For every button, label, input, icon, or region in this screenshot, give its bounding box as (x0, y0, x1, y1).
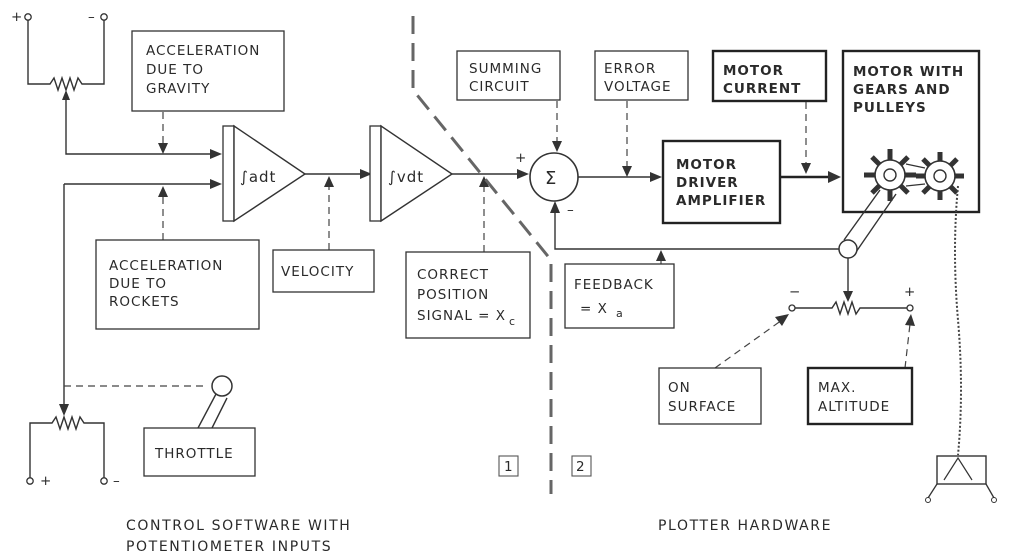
throttle-box: THROTTLE (143, 427, 256, 477)
svg-text:DUE TO: DUE TO (146, 62, 204, 78)
svg-text:PULLEYS: PULLEYS (853, 100, 927, 116)
svg-text:DRIVER: DRIVER (676, 175, 739, 191)
acc-gravity-box: ACCELERATION DUE TO GRAVITY (131, 30, 285, 112)
svg-text:DUE TO: DUE TO (109, 276, 167, 292)
on-surface-box: ON SURFACE (658, 367, 762, 425)
summing-circuit-box: SUMMING CIRCUIT (456, 50, 561, 101)
svg-text:FEEDBACK: FEEDBACK (574, 277, 654, 293)
svg-text:ACCELERATION: ACCELERATION (146, 43, 260, 59)
svg-text:GEARS AND: GEARS AND (853, 82, 951, 98)
right-caption: PLOTTER HARDWARE (658, 518, 832, 534)
svg-text:MOTOR WITH: MOTOR WITH (853, 64, 964, 80)
svg-text:ON: ON (668, 380, 691, 396)
svg-text:ERROR: ERROR (604, 61, 656, 77)
top-pot-minus-sign: – (88, 9, 96, 25)
section-number-1: 1 (498, 455, 519, 477)
weight-icon (925, 455, 997, 503)
velocity-box: VELOCITY (272, 249, 375, 293)
svg-text:SIGNAL = X: SIGNAL = X (417, 308, 506, 324)
integrator-velocity: ∫vdt (369, 124, 454, 223)
section-divider (411, 16, 553, 494)
acc-rockets-box: ACCELERATION DUE TO ROCKETS (95, 239, 260, 330)
svg-text:VOLTAGE: VOLTAGE (604, 79, 671, 95)
pot-minus-sign: − (789, 284, 801, 300)
bottom-pot-plus-sign: + (40, 473, 52, 489)
svg-text:AMPLIFIER: AMPLIFIER (676, 193, 766, 209)
error-voltage-box: ERROR VOLTAGE (594, 50, 689, 101)
bottom-pot-minus-sign: – (113, 473, 121, 489)
top-pot-wiper-arrow (62, 90, 70, 100)
svg-text:= X: = X (580, 301, 608, 317)
section-number-2: 2 (571, 455, 592, 477)
svg-text:CORRECT: CORRECT (417, 267, 489, 283)
sum-plus-sign: + (515, 150, 527, 166)
summing-junction: Σ (529, 152, 579, 202)
svg-text:THROTTLE: THROTTLE (154, 446, 234, 462)
plotter-potentiometer: − + (788, 258, 916, 317)
lever-arm (838, 189, 897, 259)
throttle-lever-icon (197, 375, 233, 433)
svg-text:CURRENT: CURRENT (723, 81, 801, 97)
left-caption-line-2: POTENTIOMETER INPUTS (126, 539, 332, 555)
svg-text:1: 1 (504, 459, 514, 475)
svg-text:MOTOR: MOTOR (723, 63, 784, 79)
motor-current-box: MOTOR CURRENT (711, 49, 828, 103)
sum-minus-sign: – (567, 202, 575, 218)
svg-text:a: a (616, 307, 624, 320)
svg-text:ALTITUDE: ALTITUDE (818, 399, 890, 415)
feedback-box: FEEDBACK = X a (564, 263, 675, 329)
svg-text:MOTOR: MOTOR (676, 157, 737, 173)
svg-text:ACCELERATION: ACCELERATION (109, 258, 223, 274)
correct-position-box: CORRECT POSITION SIGNAL = X c (405, 251, 531, 339)
svg-text:∫vdt: ∫vdt (388, 168, 424, 186)
svg-text:∫adt: ∫adt (240, 168, 276, 186)
svg-text:VELOCITY: VELOCITY (281, 264, 354, 280)
left-caption-line-1: CONTROL SOFTWARE WITH (126, 518, 351, 534)
bottom-potentiometer: + – (26, 414, 121, 489)
svg-text:ROCKETS: ROCKETS (109, 294, 180, 310)
top-pot-plus-sign: + (11, 9, 23, 25)
svg-text:POSITION: POSITION (417, 287, 489, 303)
top-potentiometer: + – (11, 9, 222, 159)
pot-plus-sign: + (904, 284, 916, 300)
svg-text:SURFACE: SURFACE (668, 399, 736, 415)
max-altitude-box: MAX. ALTITUDE (806, 366, 914, 426)
svg-text:SUMMING: SUMMING (469, 61, 542, 77)
svg-text:GRAVITY: GRAVITY (146, 81, 210, 97)
motor-driver-box: MOTOR DRIVER AMPLIFIER (661, 139, 782, 225)
svg-text:2: 2 (576, 459, 586, 475)
integrator-acceleration: ∫adt (222, 124, 307, 223)
svg-text:Σ: Σ (545, 168, 556, 189)
svg-text:CIRCUIT: CIRCUIT (469, 79, 530, 95)
svg-text:c: c (509, 315, 516, 328)
svg-text:MAX.: MAX. (818, 380, 856, 396)
pulley-cord (954, 185, 962, 456)
